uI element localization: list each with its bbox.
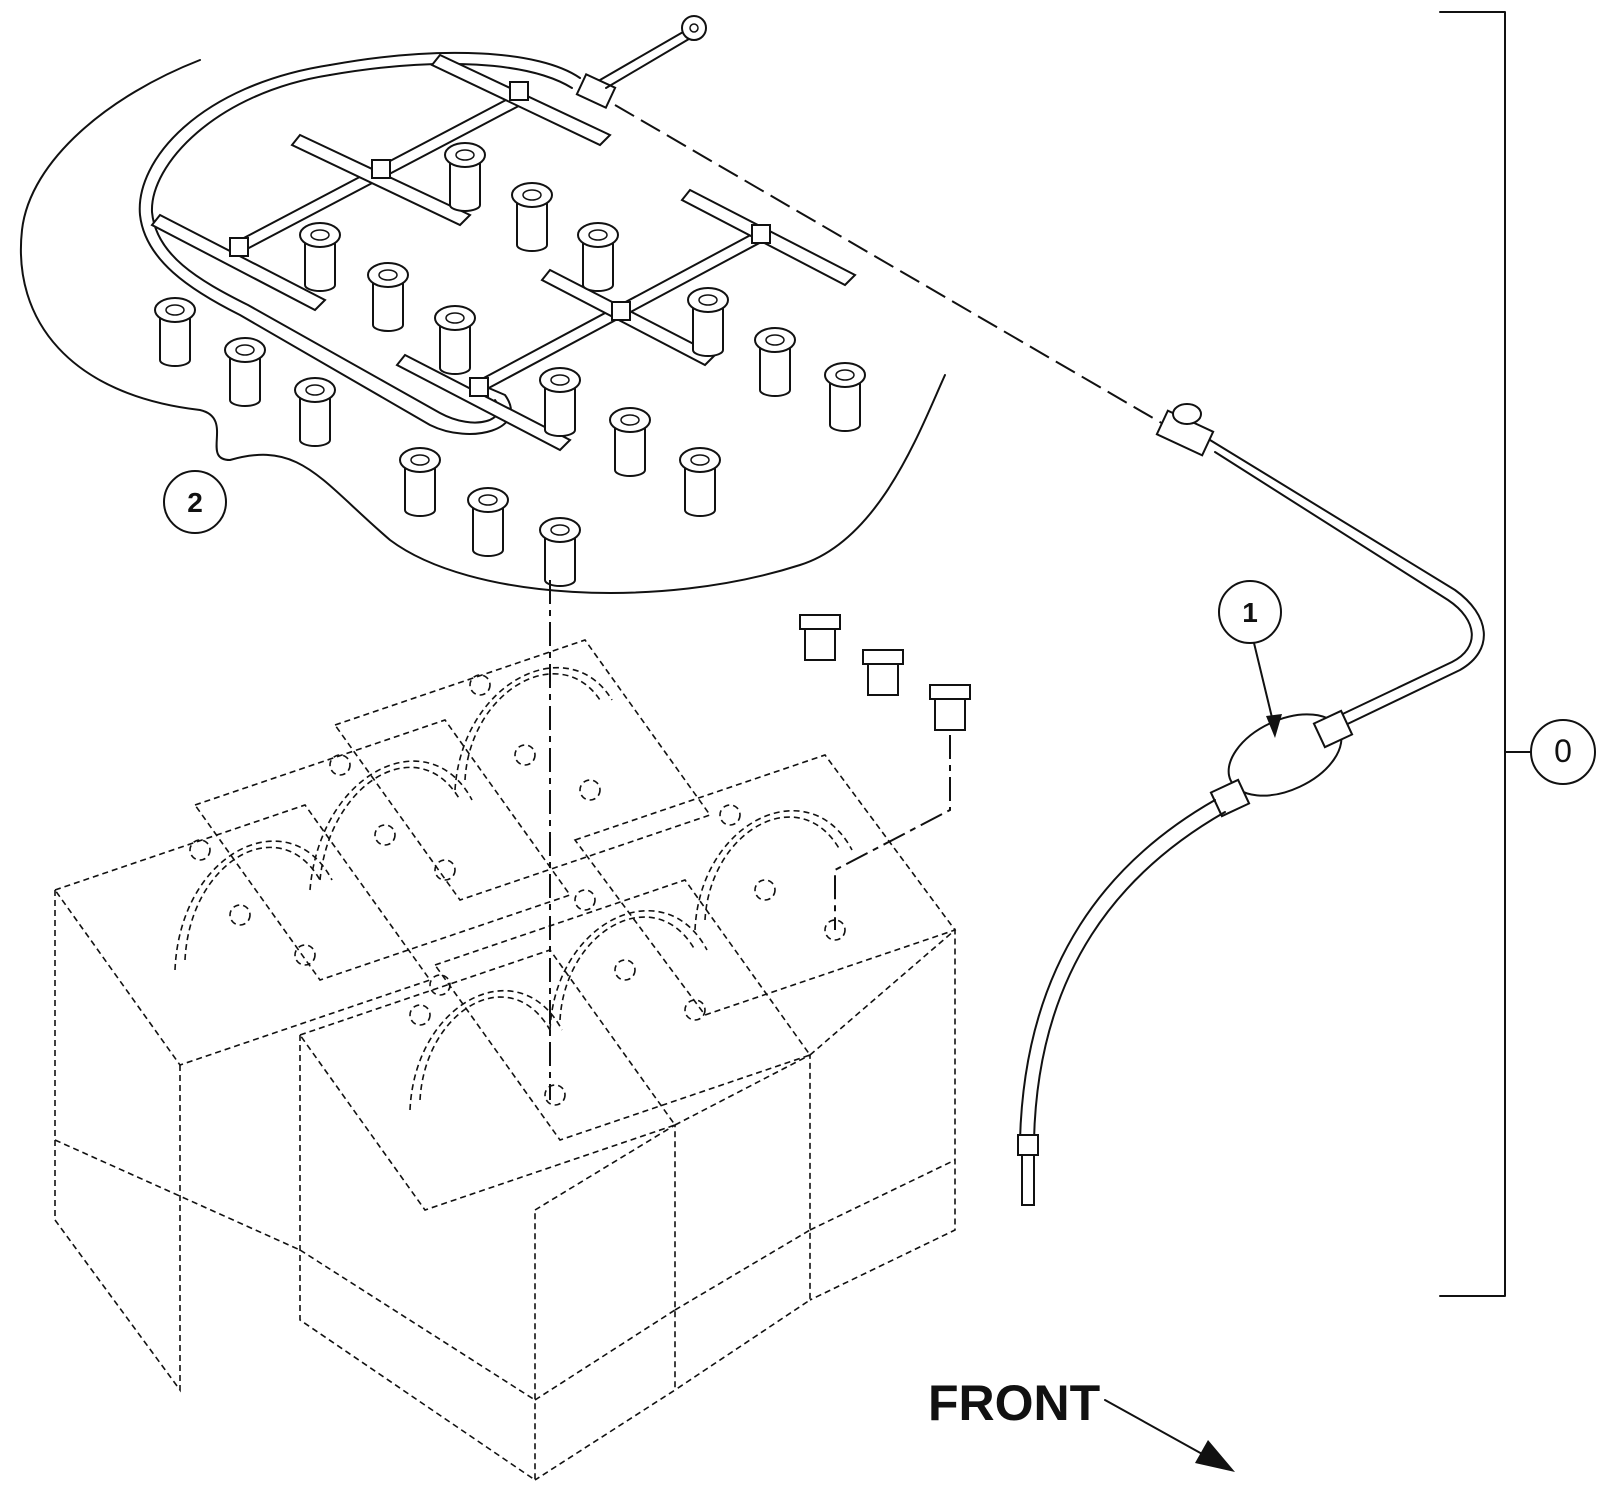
- hose-tee-fitting: [1155, 403, 1215, 457]
- float-valve: [367, 262, 409, 332]
- float-valve: [294, 377, 336, 447]
- float-valve: [154, 297, 196, 367]
- front-label: FRONT: [928, 1375, 1100, 1431]
- detail-bubble-outline: [19, 59, 946, 594]
- float-valve: [577, 222, 619, 292]
- float-valve: [434, 305, 476, 375]
- callout-watering-manifold: 2: [163, 470, 227, 534]
- float-valve: [539, 517, 581, 587]
- float-valve: [679, 447, 721, 517]
- callout-assembly-label: 0: [1554, 733, 1572, 769]
- float-valve: [824, 362, 866, 432]
- battery-pack: [53, 639, 957, 1482]
- float-valve: [444, 142, 486, 212]
- float-valve: [399, 447, 441, 517]
- hose-dash-line: [614, 104, 1166, 426]
- float-valve: [299, 222, 341, 292]
- callout-assembly: 0: [1530, 719, 1596, 785]
- float-valve: [754, 327, 796, 397]
- float-valve: [467, 487, 509, 557]
- supply-hose: [1209, 439, 1485, 731]
- front-arrow-icon: [1195, 1440, 1235, 1472]
- float-valve: [687, 287, 729, 357]
- float-valve: [224, 337, 266, 407]
- pump-bulb: [1209, 709, 1354, 818]
- callout-pump-bulb: 1: [1218, 580, 1282, 738]
- float-valve: [511, 182, 553, 252]
- suction-hose: [1017, 799, 1226, 1206]
- inlet-fitting: [575, 15, 707, 110]
- callout-watering-manifold-label: 2: [187, 487, 203, 518]
- float-valve: [539, 367, 581, 437]
- assembly-bracket: [1439, 11, 1506, 1297]
- valve-strips: [150, 53, 857, 452]
- float-valve: [609, 407, 651, 477]
- callout-pump-bulb-label: 1: [1242, 597, 1258, 628]
- vent-caps: [799, 614, 971, 930]
- front-direction-indicator: FRONT: [928, 1375, 1235, 1472]
- float-valves: [154, 142, 866, 587]
